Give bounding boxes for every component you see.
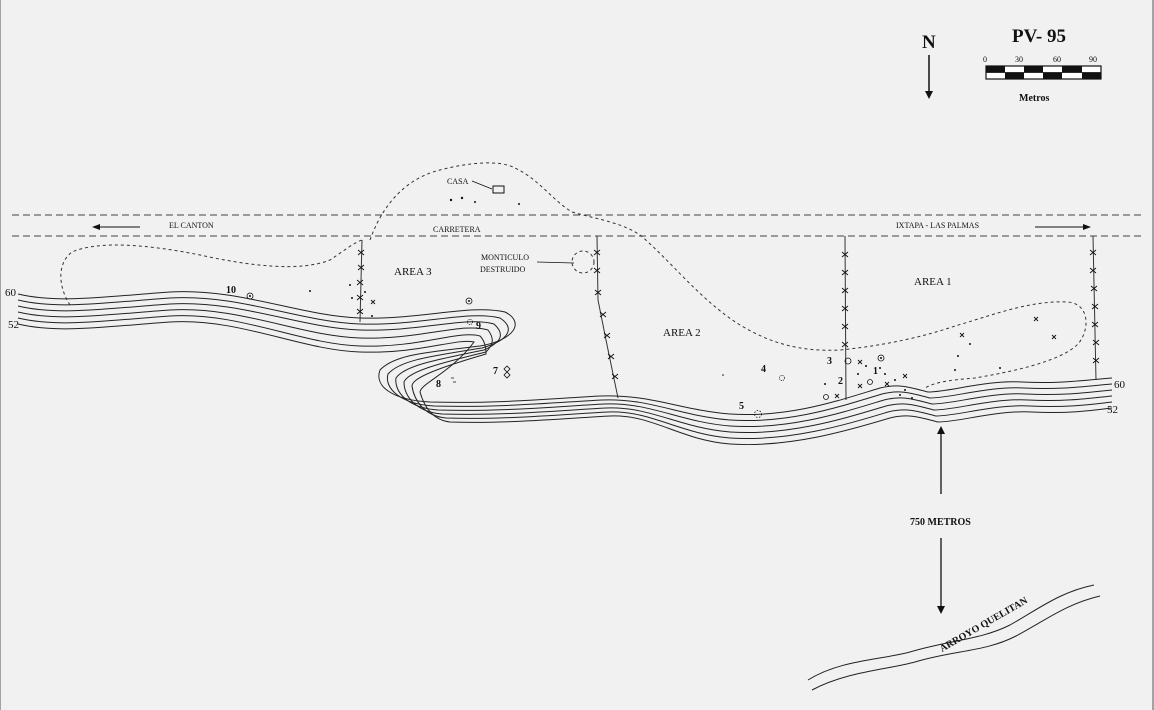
scale-tick: 30 (1015, 55, 1023, 64)
road-label: CARRETERA (433, 225, 481, 234)
scale-bar: 0 30 60 90 Metros (983, 55, 1102, 104)
locus-label: 4 (761, 364, 766, 375)
mound-leader (536, 261, 575, 264)
area-3-label: AREA 3 (394, 266, 432, 278)
locus-label: 10 (226, 285, 236, 296)
contour-label-west-upper: 60 (5, 287, 17, 299)
mound-icon (571, 250, 595, 274)
locus-label: 8 (436, 379, 441, 390)
distance-arrow-icon (937, 426, 945, 614)
contour-lines (17, 291, 1113, 446)
locus-label: 9 (476, 321, 481, 332)
locus-label: 2 (838, 376, 843, 387)
locus-label: 7 (493, 366, 498, 377)
stream (807, 584, 1101, 691)
distance-label: 750 METROS (910, 517, 971, 528)
area-1-label: AREA 1 (914, 276, 952, 288)
scale-tick: 60 (1053, 55, 1061, 64)
house-leader (471, 180, 493, 190)
artifact-symbols (246, 284, 1057, 418)
mound-label-line2: DESTRUIDO (480, 265, 526, 274)
area-2-label: AREA 2 (663, 327, 701, 339)
north-arrow-icon (925, 55, 933, 99)
contour-label-west-lower: 52 (8, 319, 19, 331)
hill-boundary (369, 162, 1087, 389)
site-code: PV- 95 (1012, 26, 1066, 47)
house-label: CASA (447, 177, 469, 186)
locus-label: 1 (873, 366, 878, 377)
locus-label: 5 (739, 401, 744, 412)
locus-label: 3 (827, 356, 832, 367)
road-west-destination: EL CANTON (169, 221, 214, 230)
arrow-left-icon (92, 224, 140, 230)
scale-tick: 90 (1089, 55, 1097, 64)
surface-dots (449, 196, 520, 205)
road-east-destination: IXTAPA - LAS PALMAS (896, 221, 979, 230)
scale-tick: 0 (983, 55, 987, 64)
area3-boundary (60, 239, 363, 306)
contour-label-east-lower: 52 (1107, 404, 1118, 416)
road (12, 214, 1143, 237)
scale-unit: Metros (1019, 93, 1049, 104)
stream-label: ARROYO QUELITAN (938, 595, 1030, 655)
arrow-right-icon (1035, 224, 1091, 230)
fence-lines (356, 235, 1100, 401)
mound-label-line1: MONTICULO (481, 253, 529, 262)
north-label: N (922, 32, 936, 53)
house-icon (492, 185, 505, 194)
contour-label-east-upper: 60 (1114, 379, 1126, 391)
